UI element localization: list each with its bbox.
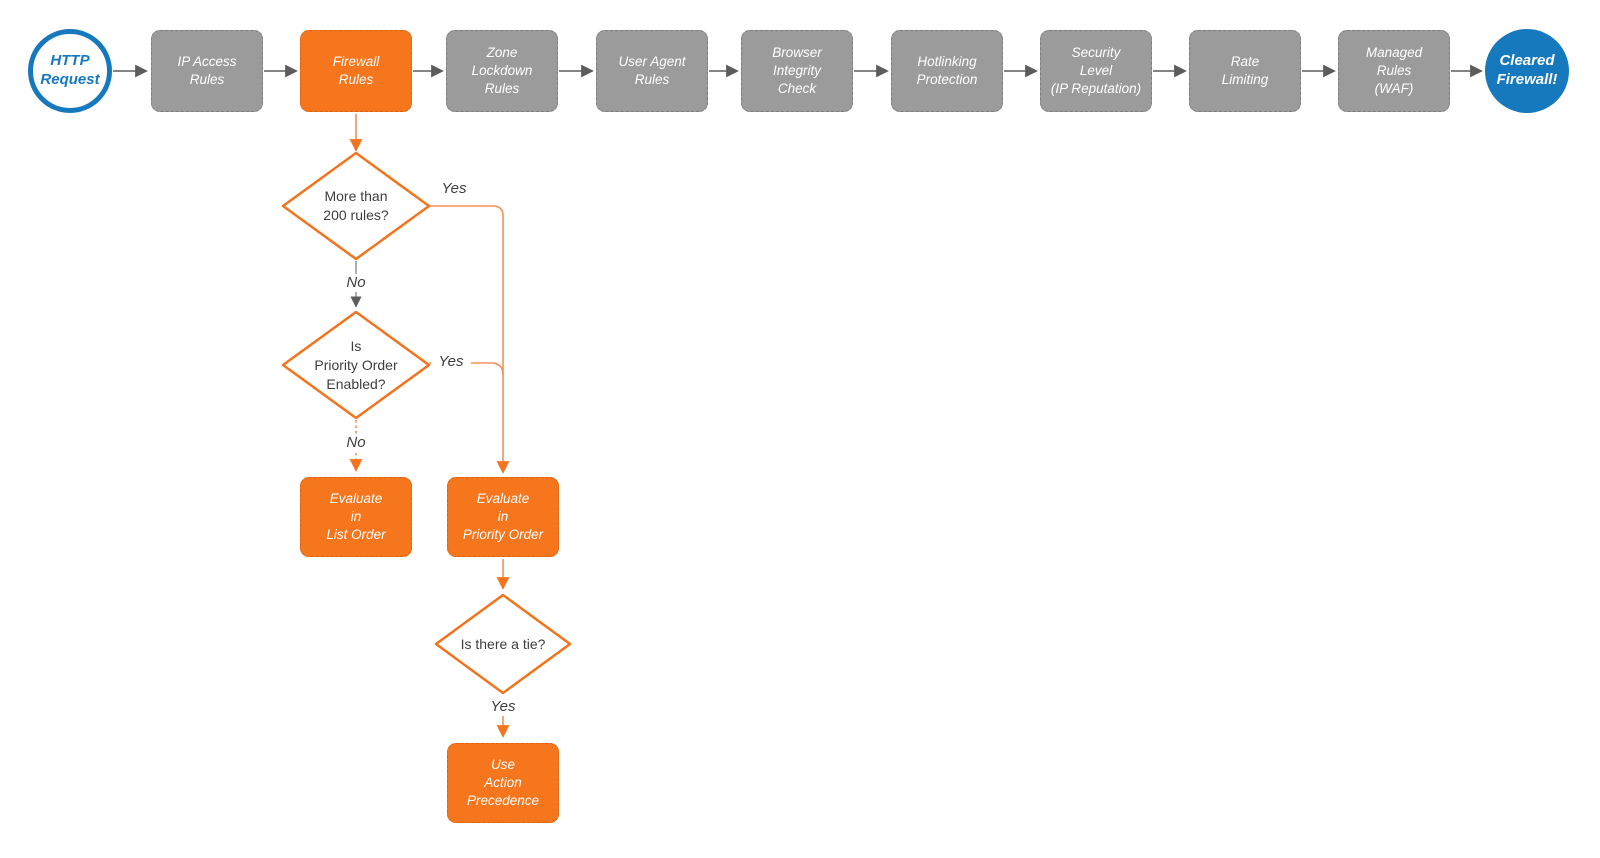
step-label: IP Access Rules [177,54,237,87]
step-firewall-rules: Firewall Rules [300,30,412,112]
http-request-label: HTTP Request [40,52,100,88]
edge-yes-decision2-join [429,362,504,376]
step-hotlinking-protection: Hotlinking Protection [891,30,1003,112]
step-security-level-ip-reputation: Security Level (IP Reputation) [1040,30,1152,112]
process-evaluate-in-priority-order: Evaluate in Priority Order [447,477,559,557]
cleared-firewall-label: Cleared Firewall! [1496,52,1558,88]
decision-diamonds [281,151,572,695]
process-label: Use Action Precedence [466,756,540,809]
edge-label-yes-more-than-200: Yes [441,180,467,197]
decision-more-than-200-rules-label: More than 200 rules? [323,188,389,223]
process-label: Evaluate in Priority Order [462,490,544,543]
process-use-action-precedence: Use Action Precedence [447,743,559,823]
step-label: Security Level (IP Reputation) [1050,45,1142,96]
step-label: Rate Limiting [1221,54,1269,87]
step-label: Firewall Rules [332,54,380,87]
decision-priority-order-enabled-shape [281,310,431,420]
step-label: Browser Integrity Check [772,45,822,96]
node-http-request-start: HTTP Request [28,29,112,113]
step-label: Zone Lockdown Rules [471,45,533,96]
node-cleared-firewall-end: Cleared Firewall! [1485,29,1569,113]
process-label: Evaluate in List Order [326,490,386,543]
step-browser-integrity-check: Browser Integrity Check [741,30,853,112]
step-label: Hotlinking Protection [916,54,978,87]
process-evaluate-in-list-order: Evaluate in List Order [300,477,412,557]
edge-label-no-priority-enabled: No [336,434,376,452]
step-ip-access-rules: IP Access Rules [151,30,263,112]
decision-more-than-200-rules-shape [281,151,431,261]
step-label: User Agent Rules [618,54,686,87]
decision-is-there-a-tie-label: Is there a tie? [460,636,546,652]
edge-label-no-more-than-200: No [336,274,376,292]
decision-priority-order-enabled-label: Is Priority Order Enabled? [314,338,398,392]
step-managed-rules-waf: Managed Rules (WAF) [1338,30,1450,112]
step-label: Managed Rules (WAF) [1365,45,1423,96]
edge-label-yes-priority-enabled: Yes [431,353,471,371]
step-rate-limiting: Rate Limiting [1189,30,1301,112]
edge-label-yes-tie: Yes [483,698,523,716]
edge-yes-decision1-to-priority-order [429,205,510,474]
step-user-agent-rules: User Agent Rules [596,30,708,112]
decision-is-there-a-tie-shape [434,593,572,695]
step-zone-lockdown-rules: Zone Lockdown Rules [446,30,558,112]
